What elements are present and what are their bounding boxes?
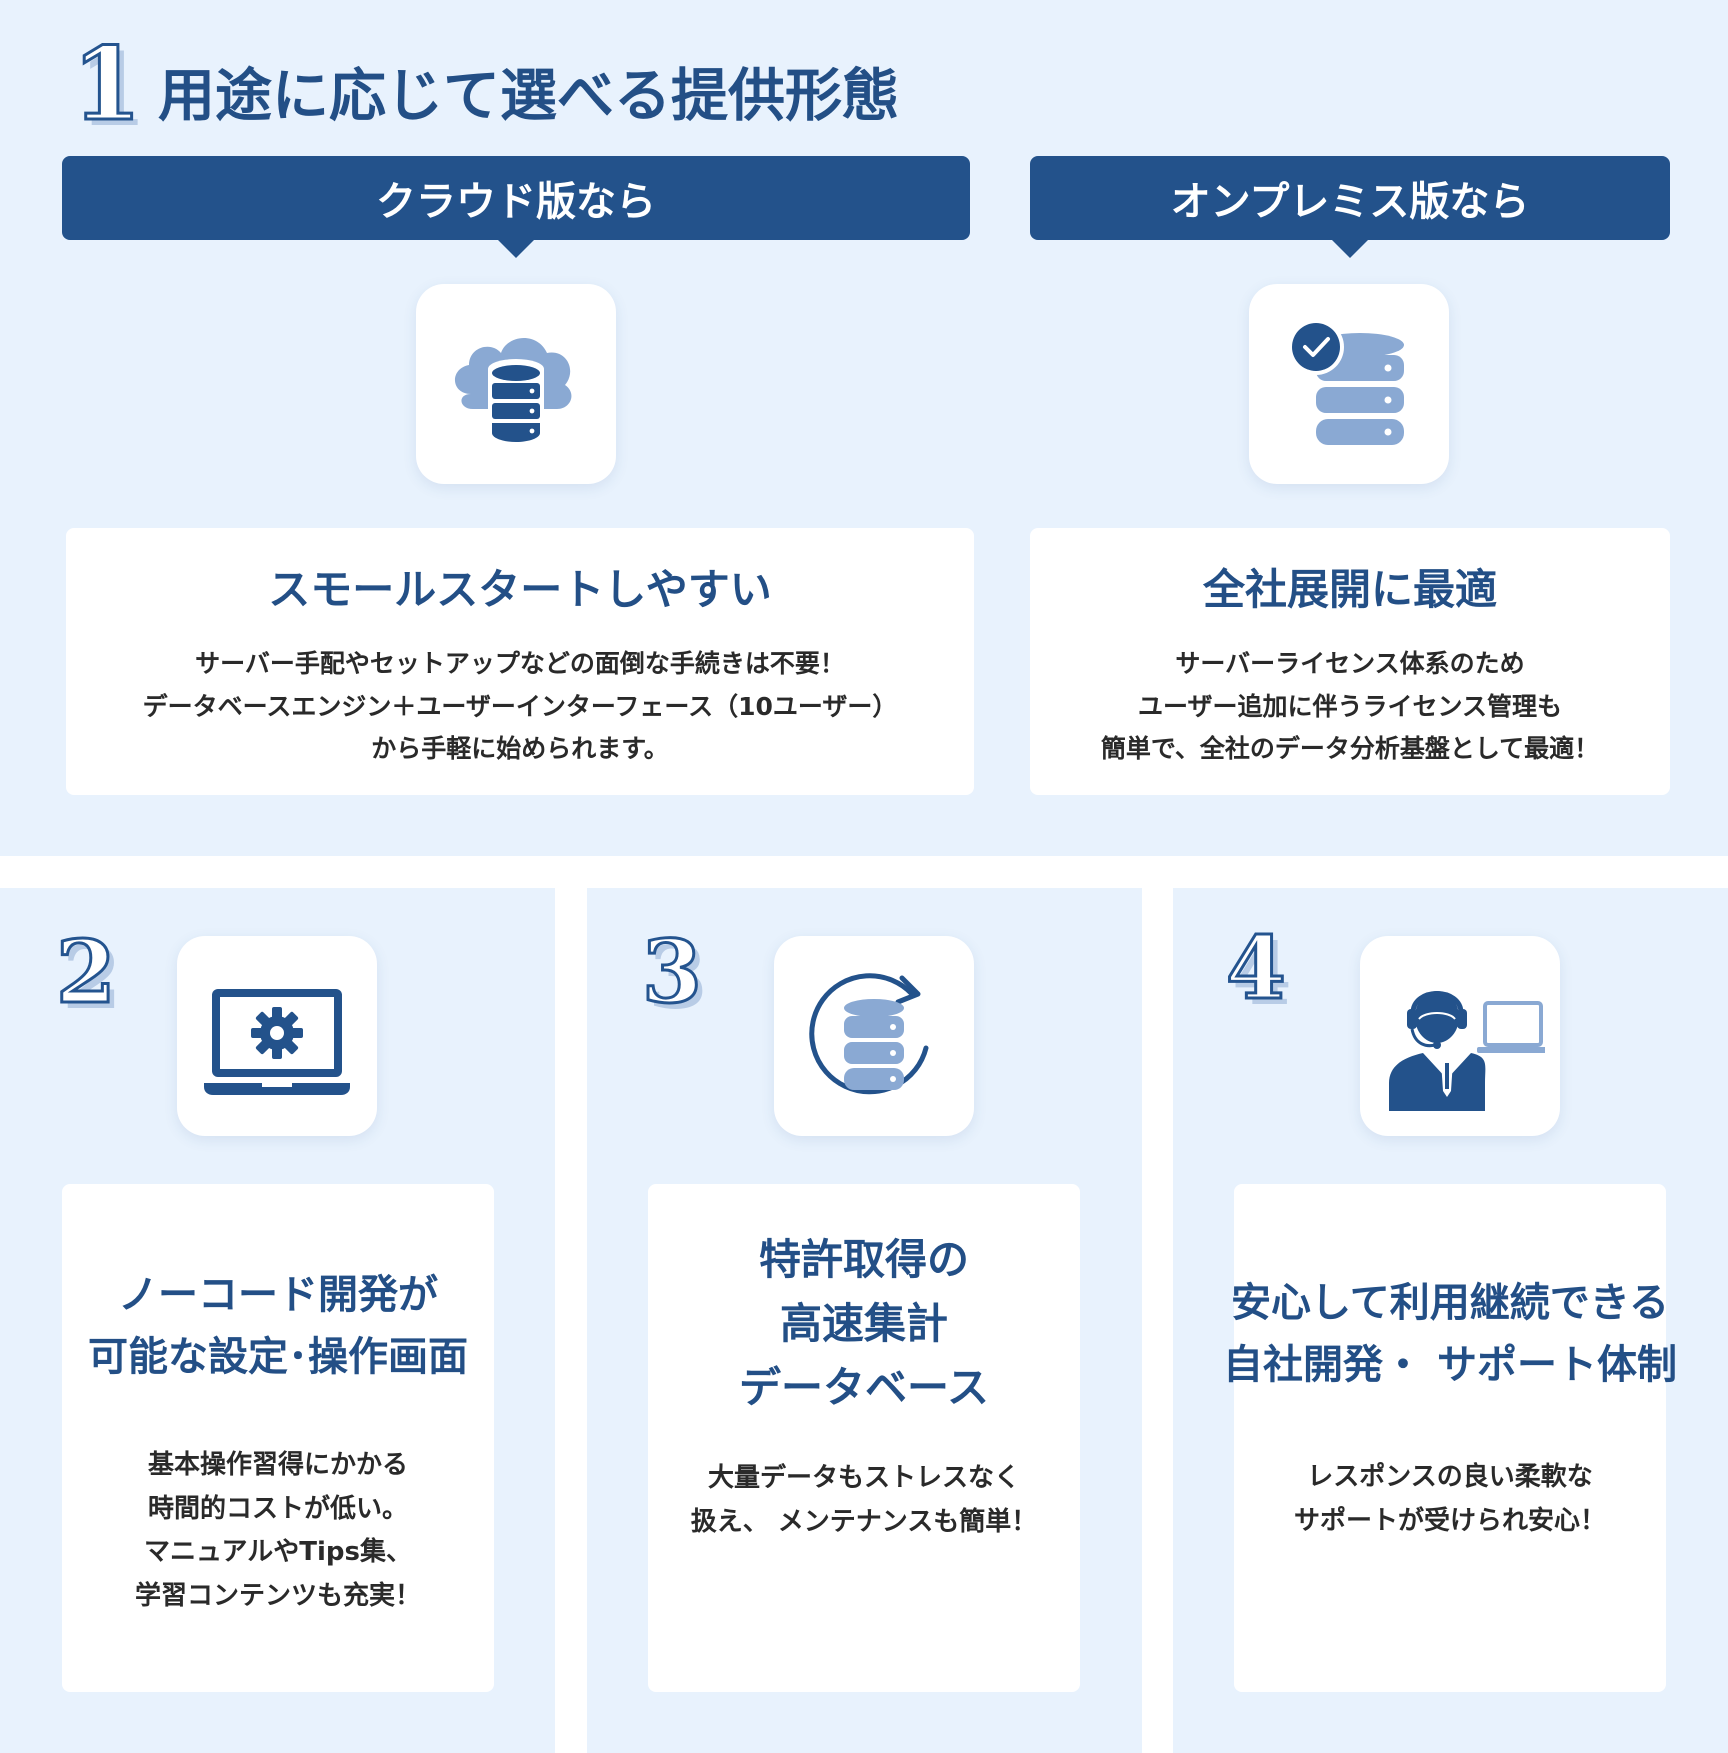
cloud-feature-card: スモールスタートしやすい サーバー手配やセットアップなどの面倒な手続きは不要！ … <box>66 528 974 795</box>
onpremise-card-line: ユーザー追加に伴うライセンス管理も <box>1137 691 1562 721</box>
support-operator-icon <box>1389 991 1545 1111</box>
database-icon-tile <box>774 936 974 1136</box>
cloud-card-line: サーバー手配やセットアップなどの面倒な手続きは不要！ <box>195 649 845 678</box>
support-title-line: 安心して利用継続できる <box>1231 1280 1669 1326</box>
onpremise-card-line: サーバーライセンス体系のため <box>1175 649 1525 678</box>
cloud-card-body: サーバー手配やセットアップなどの面倒な手続きは不要！ データベースエンジン＋ユー… <box>143 643 898 771</box>
onpremise-feature-card: 全社展開に最適 サーバーライセンス体系のため ユーザー追加に伴うライセンス管理も… <box>1030 528 1670 795</box>
section-number-1: 1 <box>71 25 144 143</box>
cloud-banner: クラウド版なら <box>62 156 970 258</box>
nocode-card-body: 基本操作習得にかかる 時間的コストが低い。 マニュアルやTips集、 学習コンテ… <box>135 1444 421 1619</box>
onpremise-icon-tile <box>1249 284 1449 484</box>
cloud-card-title: スモールスタートしやすい <box>268 565 772 614</box>
cloud-icon-tile <box>416 284 616 484</box>
onpremise-card-title: 全社展開に最適 <box>1202 565 1497 614</box>
support-body-line: レスポンスの良い柔軟な <box>1307 1462 1593 1492</box>
onpremise-card-line: 簡単で、全社のデータ分析基盤として最適！ <box>1100 734 1600 763</box>
section-number-3: 3 <box>641 922 704 1023</box>
nocode-title-line: 可能な設定･操作画面 <box>88 1334 468 1380</box>
laptop-gear-icon <box>204 989 350 1095</box>
database-refresh-icon <box>809 973 929 1095</box>
page-title: 用途に応じて選べる提供形態 <box>158 63 899 129</box>
server-check-icon <box>1288 319 1404 445</box>
database-title-line: データベース <box>739 1362 989 1412</box>
nocode-body-line: マニュアルやTips集、 <box>144 1537 412 1568</box>
nocode-icon-tile <box>177 936 377 1136</box>
support-title-line: 自社開発・ サポート体制 <box>1223 1342 1677 1388</box>
cloud-database-icon <box>454 337 572 449</box>
nocode-body-line: 時間的コストが低い。 <box>147 1493 408 1524</box>
nocode-card-title: ノーコード開発が 可能な設定･操作画面 <box>88 1264 468 1388</box>
nocode-feature-card: ノーコード開発が 可能な設定･操作画面 基本操作習得にかかる 時間的コストが低い… <box>62 1184 494 1692</box>
support-body-line: サポートが受けられ安心！ <box>1293 1505 1606 1536</box>
nocode-body-line: 学習コンテンツも充実！ <box>134 1581 421 1612</box>
database-title-line: 高速集計 <box>779 1298 948 1348</box>
section-number-4: 4 <box>1225 918 1288 1019</box>
cloud-card-line: から手軽に始められます。 <box>371 734 669 763</box>
cloud-card-line: データベースエンジン＋ユーザーインターフェース（10ユーザー） <box>142 691 898 721</box>
onpremise-banner: オンプレミス版なら <box>1030 156 1670 258</box>
database-feature-card: 特許取得の 高速集計 データベース 大量データもストレスなく 扱え、 メンテナン… <box>648 1184 1080 1692</box>
section-number-2: 2 <box>55 922 118 1023</box>
database-title-line: 特許取得の <box>758 1235 969 1284</box>
nocode-title-line: ノーコード開発が <box>118 1272 438 1318</box>
support-card-title: 安心して利用継続できる 自社開発・ サポート体制 <box>1223 1272 1677 1396</box>
support-icon-tile <box>1360 936 1560 1136</box>
support-feature-card: 安心して利用継続できる 自社開発・ サポート体制 レスポンスの良い柔軟な サポー… <box>1223 1184 1677 1692</box>
support-card-body: レスポンスの良い柔軟な サポートが受けられ安心！ <box>1294 1456 1606 1543</box>
onpremise-card-body: サーバーライセンス体系のため ユーザー追加に伴うライセンス管理も 簡単で、全社の… <box>1101 643 1599 771</box>
database-body-line: 扱え、 メンテナンスも簡単！ <box>690 1507 1038 1538</box>
nocode-body-line: 基本操作習得にかかる <box>147 1450 408 1480</box>
database-card-body: 大量データもストレスなく 扱え、 メンテナンスも簡単！ <box>691 1457 1038 1544</box>
database-body-line: 大量データもストレスなく <box>707 1463 1020 1494</box>
database-card-title: 特許取得の 高速集計 データベース <box>739 1228 989 1419</box>
